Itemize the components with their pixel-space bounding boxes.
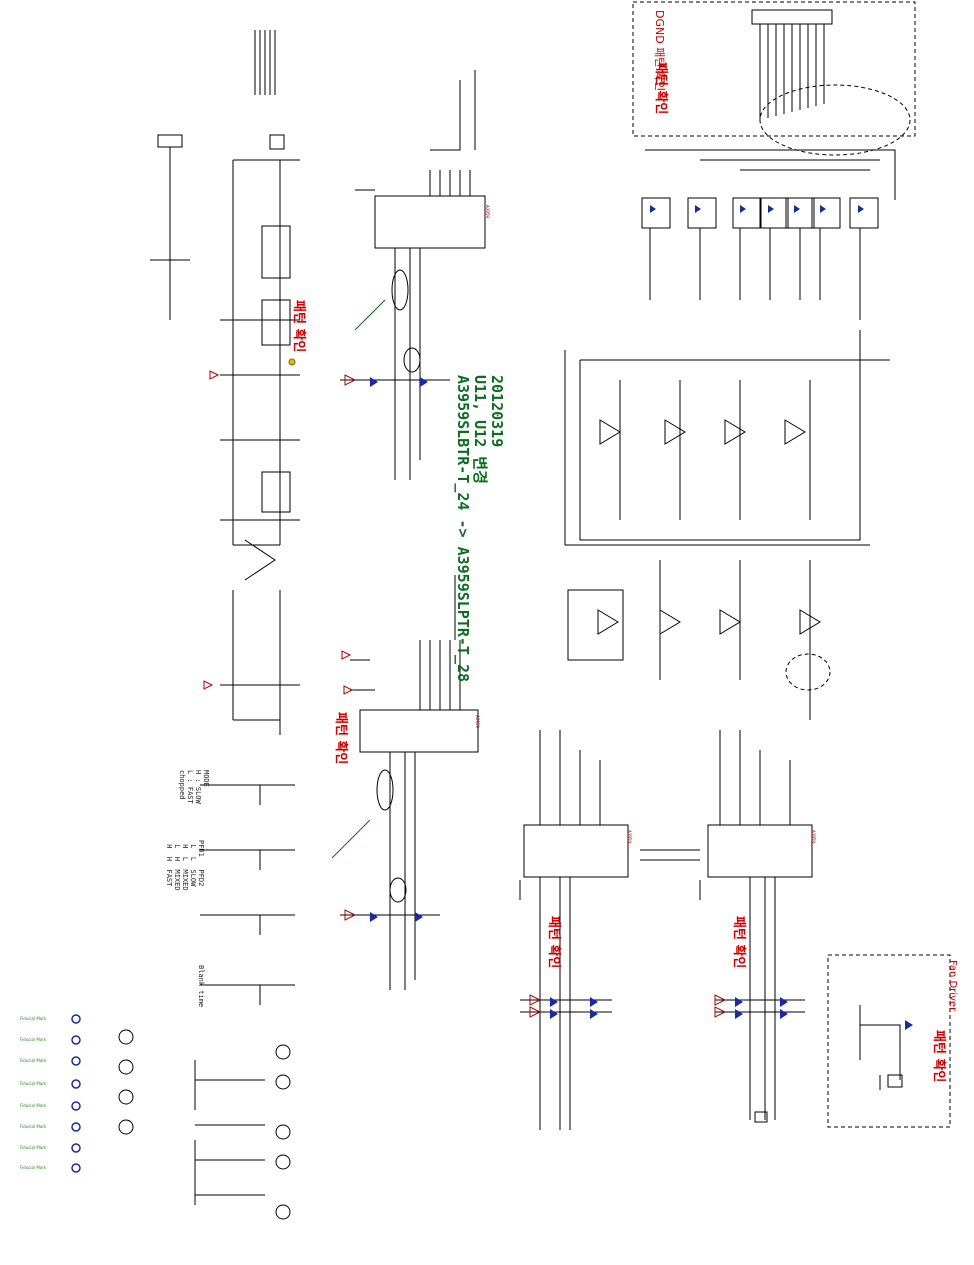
u14-label: A3959	[811, 830, 816, 843]
dgnd-region	[632, 1, 916, 137]
fiducial-label-5: Fiducial Mark	[20, 1103, 47, 1108]
revision-note: 20120319 U11, U12 변경 A3959SLBTR-T_24 -> …	[454, 375, 506, 683]
korean-note-5: 패턴 확인	[931, 1030, 946, 1083]
ic-u11	[374, 195, 486, 249]
u12-label: A3959	[475, 715, 480, 728]
korean-note-1: 패턴 확인	[291, 300, 306, 353]
fiducial-label-6: Fiducial Mark	[20, 1124, 47, 1129]
fiducial-label-2: Fiducial Mark	[20, 1037, 47, 1042]
korean-note-3: 패턴 확인	[546, 916, 561, 969]
fiducial-label-1: Fiducial Mark	[20, 1016, 47, 1021]
revision-date: 20120319	[488, 375, 506, 448]
mode-table: MODE H : SLOW L : FAST chopped	[178, 770, 210, 804]
fiducial-label-3: Fiducial Mark	[20, 1058, 47, 1063]
ic-u13	[523, 824, 629, 878]
fiducial-label-8: Fiducial Mark	[20, 1165, 47, 1170]
fiducial-label-4: Fiducial Mark	[20, 1081, 47, 1086]
fan-driver-label: Fan Driver	[947, 960, 958, 1012]
ic-u14	[707, 824, 813, 878]
ic-u12	[359, 709, 479, 753]
u13-label: A3959	[627, 830, 632, 843]
korean-note-6: 패턴 확인	[653, 62, 668, 115]
pfd-table: PFD1 PFD2 L L SLOW H L MIXED L H MIXED H…	[165, 840, 205, 891]
revision-line1: U11, U12 변경	[471, 375, 489, 484]
fiducial-label-7: Fiducial Mark	[20, 1145, 47, 1150]
blank-time-label: Blank time	[197, 965, 205, 1008]
revision-line2: A3959SLBTR-T_24 -> A3959SLPTR-T_28	[454, 375, 472, 683]
korean-note-4: 패턴 확인	[731, 916, 746, 969]
u11-label: A3959	[485, 205, 490, 218]
korean-note-2: 패턴 확인	[333, 712, 348, 765]
connector-top	[751, 9, 833, 25]
